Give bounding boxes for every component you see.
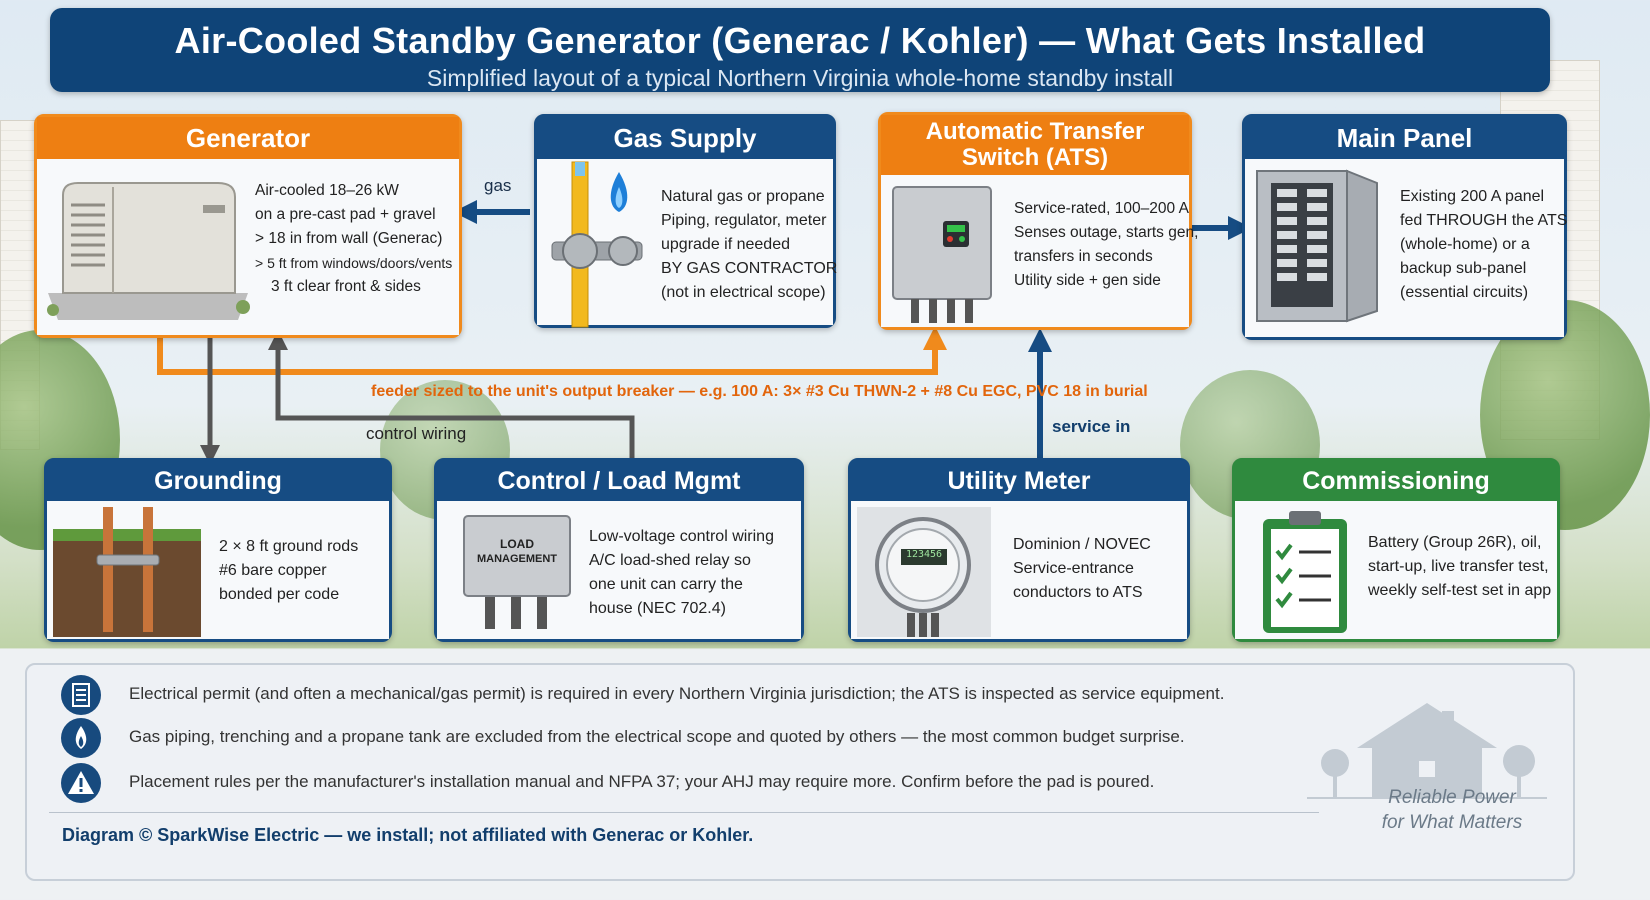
page-title: Air-Cooled Standby Generator (Generac / …: [174, 20, 1426, 61]
commissioning-title: Commissioning: [1235, 461, 1557, 501]
generator-title: Generator: [37, 117, 459, 159]
copyright-text: Diagram © SparkWise Electric — we instal…: [62, 825, 754, 845]
gas-label: gas: [484, 176, 512, 195]
conduit-icon: [485, 597, 547, 629]
checklist-icon: [1263, 511, 1347, 633]
gas-pipe-icon: [551, 161, 643, 328]
notes-panel: Electrical permit (and often a mechanica…: [25, 663, 1575, 881]
grounding-title: Grounding: [47, 461, 389, 501]
grounding-card: Grounding 2 × 8 ft ground rods #6 bare c…: [44, 458, 392, 642]
ats-text: Service-rated, 100–200 A Senses outage, …: [1014, 200, 1199, 289]
page-subtitle: Simplified layout of a typical Northern …: [426, 65, 1174, 91]
main-panel-title: Main Panel: [1245, 117, 1564, 159]
control-wiring-line: [268, 330, 635, 458]
tagline: Reliable Power for What Matters: [1381, 787, 1523, 833]
ats-icon: [892, 186, 992, 323]
gas-supply-card: Gas Supply Natural gas or propane Piping…: [534, 114, 838, 328]
grounding-text: 2 × 8 ft ground rods #6 bare copper bond…: [219, 538, 359, 603]
service-in-label: service in: [1052, 417, 1131, 436]
control-wiring-label: control wiring: [366, 424, 467, 443]
note-placement: Placement rules per the manufacturer's i…: [129, 772, 1155, 791]
ats-card: Automatic Transfer Switch (ATS) Service-…: [878, 112, 1198, 330]
load-management-box: LOAD MANAGEMENT: [463, 515, 571, 597]
gas-supply-text: Natural gas or propane Piping, regulator…: [661, 188, 838, 301]
utility-meter-text: Dominion / NOVEC Service-entrance conduc…: [1013, 536, 1151, 601]
generator-card: Generator Air-cooled 18–26 kW on a pre-c…: [34, 114, 462, 338]
ground-rod-icon: [53, 507, 201, 637]
feeder-label: feeder sized to the unit's output breake…: [371, 383, 1148, 400]
note-permit: Electrical permit (and often a mechanica…: [129, 684, 1225, 703]
ats-title: Automatic Transfer Switch (ATS): [881, 115, 1189, 175]
warning-icon: [61, 763, 101, 803]
generator-text: Air-cooled 18–26 kW on a pre-cast pad + …: [255, 182, 453, 295]
main-panel-text: Existing 200 A panel fed THROUGH the ATS…: [1400, 188, 1568, 301]
feeder-line: [157, 326, 947, 375]
connector-lines: [157, 200, 1252, 465]
main-panel-card: Main Panel Existing 200 A panel fed THRO…: [1242, 114, 1567, 340]
gas-supply-title: Gas Supply: [537, 117, 833, 159]
control-text: Low-voltage control wiring A/C load-shed…: [589, 528, 774, 617]
utility-meter-card: Utility Meter 123456 Dominion / NOVEC Se…: [848, 458, 1190, 642]
flame-icon: [61, 718, 101, 758]
breaker-panel-icon: [1256, 169, 1378, 323]
meter-icon: [875, 517, 971, 637]
utility-meter-title: Utility Meter: [851, 461, 1187, 501]
note-gas-scope: Gas piping, trenching and a propane tank…: [129, 727, 1185, 746]
control-card: Control / Load Mgmt LOAD MANAGEMENT Low-…: [434, 458, 804, 642]
meter-display: 123456: [905, 549, 943, 560]
document-icon: [61, 675, 101, 715]
title-banner: Air-Cooled Standby Generator (Generac / …: [50, 8, 1550, 92]
commissioning-text: Battery (Group 26R), oil, start-up, live…: [1368, 534, 1552, 599]
notes-divider: [49, 812, 1319, 813]
control-title: Control / Load Mgmt: [437, 461, 801, 501]
commissioning-card: Commissioning Battery (Group 26R), oil, …: [1232, 458, 1560, 642]
house-logo-icon: [1307, 703, 1547, 799]
generator-icon: [47, 182, 250, 320]
